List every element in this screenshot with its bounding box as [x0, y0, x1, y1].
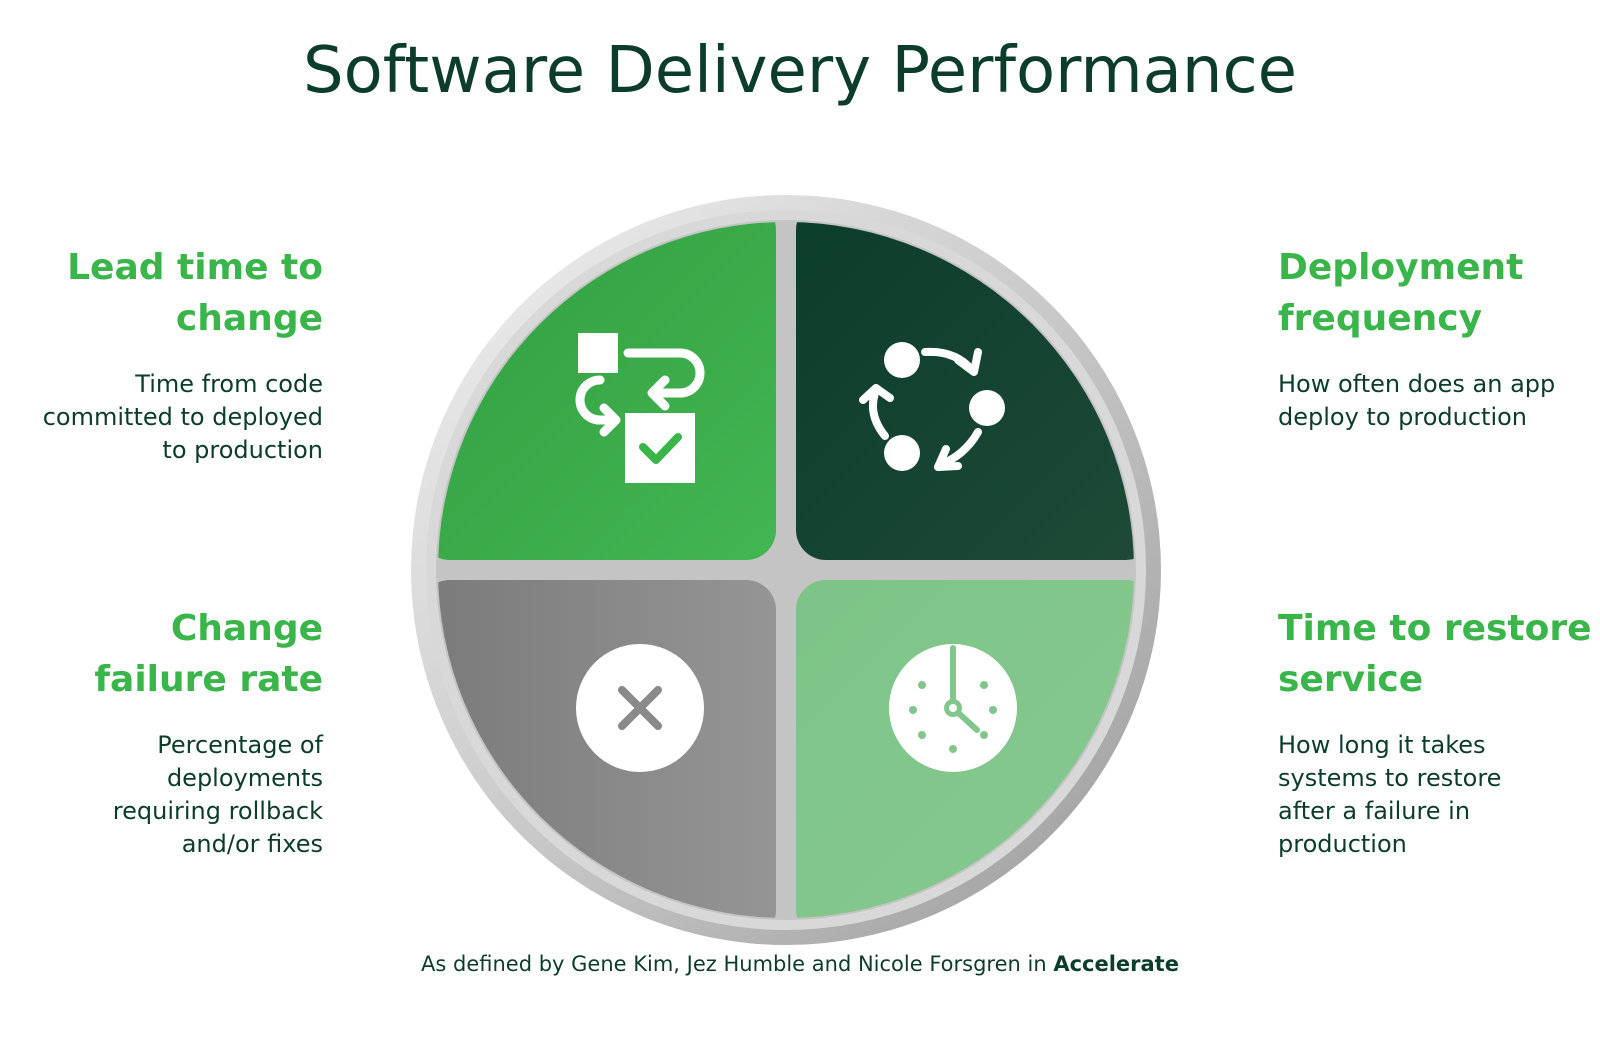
metric-heading: Change failure rate: [0, 603, 323, 705]
description-line: production: [1278, 830, 1407, 858]
heading-line: change: [175, 298, 323, 339]
description-line: deploy to production: [1278, 403, 1528, 431]
book-title: Accelerate: [1053, 952, 1179, 976]
footer-text: As defined by Gene Kim, Jez Humble and N…: [421, 952, 1054, 976]
attribution-footer: As defined by Gene Kim, Jez Humble and N…: [0, 952, 1600, 976]
description-line: Percentage of: [157, 731, 323, 759]
heading-line: Deployment: [1278, 247, 1524, 288]
metric-heading: Time to restore service: [1278, 603, 1600, 705]
description-line: systems to restore: [1278, 764, 1502, 792]
description-line: committed to deployed: [42, 403, 323, 431]
description-line: requiring rollback: [112, 797, 323, 825]
metric-description: How long it takes systems to restore aft…: [1278, 729, 1600, 861]
heading-line: service: [1278, 659, 1424, 700]
metric-change-failure-rate: Change failure rate Percentage of deploy…: [0, 603, 323, 861]
cycle-arrows-icon: [859, 342, 1005, 471]
metric-description: How often does an app deploy to producti…: [1278, 368, 1600, 434]
heading-line: Change: [170, 608, 323, 649]
metric-description: Percentage of deployments requiring roll…: [0, 729, 323, 861]
metric-heading: Lead time to change: [0, 242, 323, 344]
page-title: Software Delivery Performance: [302, 34, 1298, 108]
metric-time-to-restore: Time to restore service How long it take…: [1278, 603, 1600, 861]
clock-icon: [889, 644, 1017, 772]
close-circle-icon: [576, 644, 704, 772]
heading-line: failure rate: [94, 659, 323, 700]
metric-lead-time: Lead time to change Time from code commi…: [0, 242, 323, 467]
metric-heading: Deployment frequency: [1278, 242, 1600, 344]
description-line: How long it takes: [1278, 731, 1486, 759]
description-line: How often does an app: [1278, 370, 1556, 398]
description-line: after a failure in: [1278, 797, 1471, 825]
metric-description: Time from code committed to deployed to …: [0, 368, 323, 467]
workflow-check-icon: [575, 333, 705, 483]
heading-line: frequency: [1278, 298, 1483, 339]
heading-line: Time to restore: [1278, 608, 1592, 649]
metric-deployment-frequency: Deployment frequency How often does an a…: [1278, 242, 1600, 434]
description-line: and/or fixes: [181, 830, 323, 858]
heading-line: Lead time to: [67, 247, 323, 288]
description-line: deployments: [166, 764, 323, 792]
description-line: Time from code: [135, 370, 323, 398]
description-line: to production: [162, 436, 323, 464]
